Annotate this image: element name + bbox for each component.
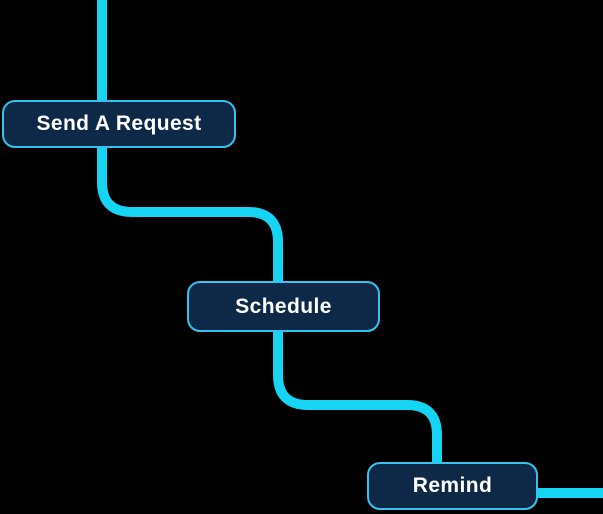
node-schedule[interactable]: Schedule <box>187 281 380 332</box>
node-send-a-request-label: Send A Request <box>36 112 202 135</box>
node-remind[interactable]: Remind <box>367 462 538 510</box>
connector-path-main <box>97 0 442 468</box>
node-schedule-label: Schedule <box>235 294 332 318</box>
node-send-a-request[interactable]: Send A Request <box>2 100 236 148</box>
node-remind-label: Remind <box>412 474 493 497</box>
